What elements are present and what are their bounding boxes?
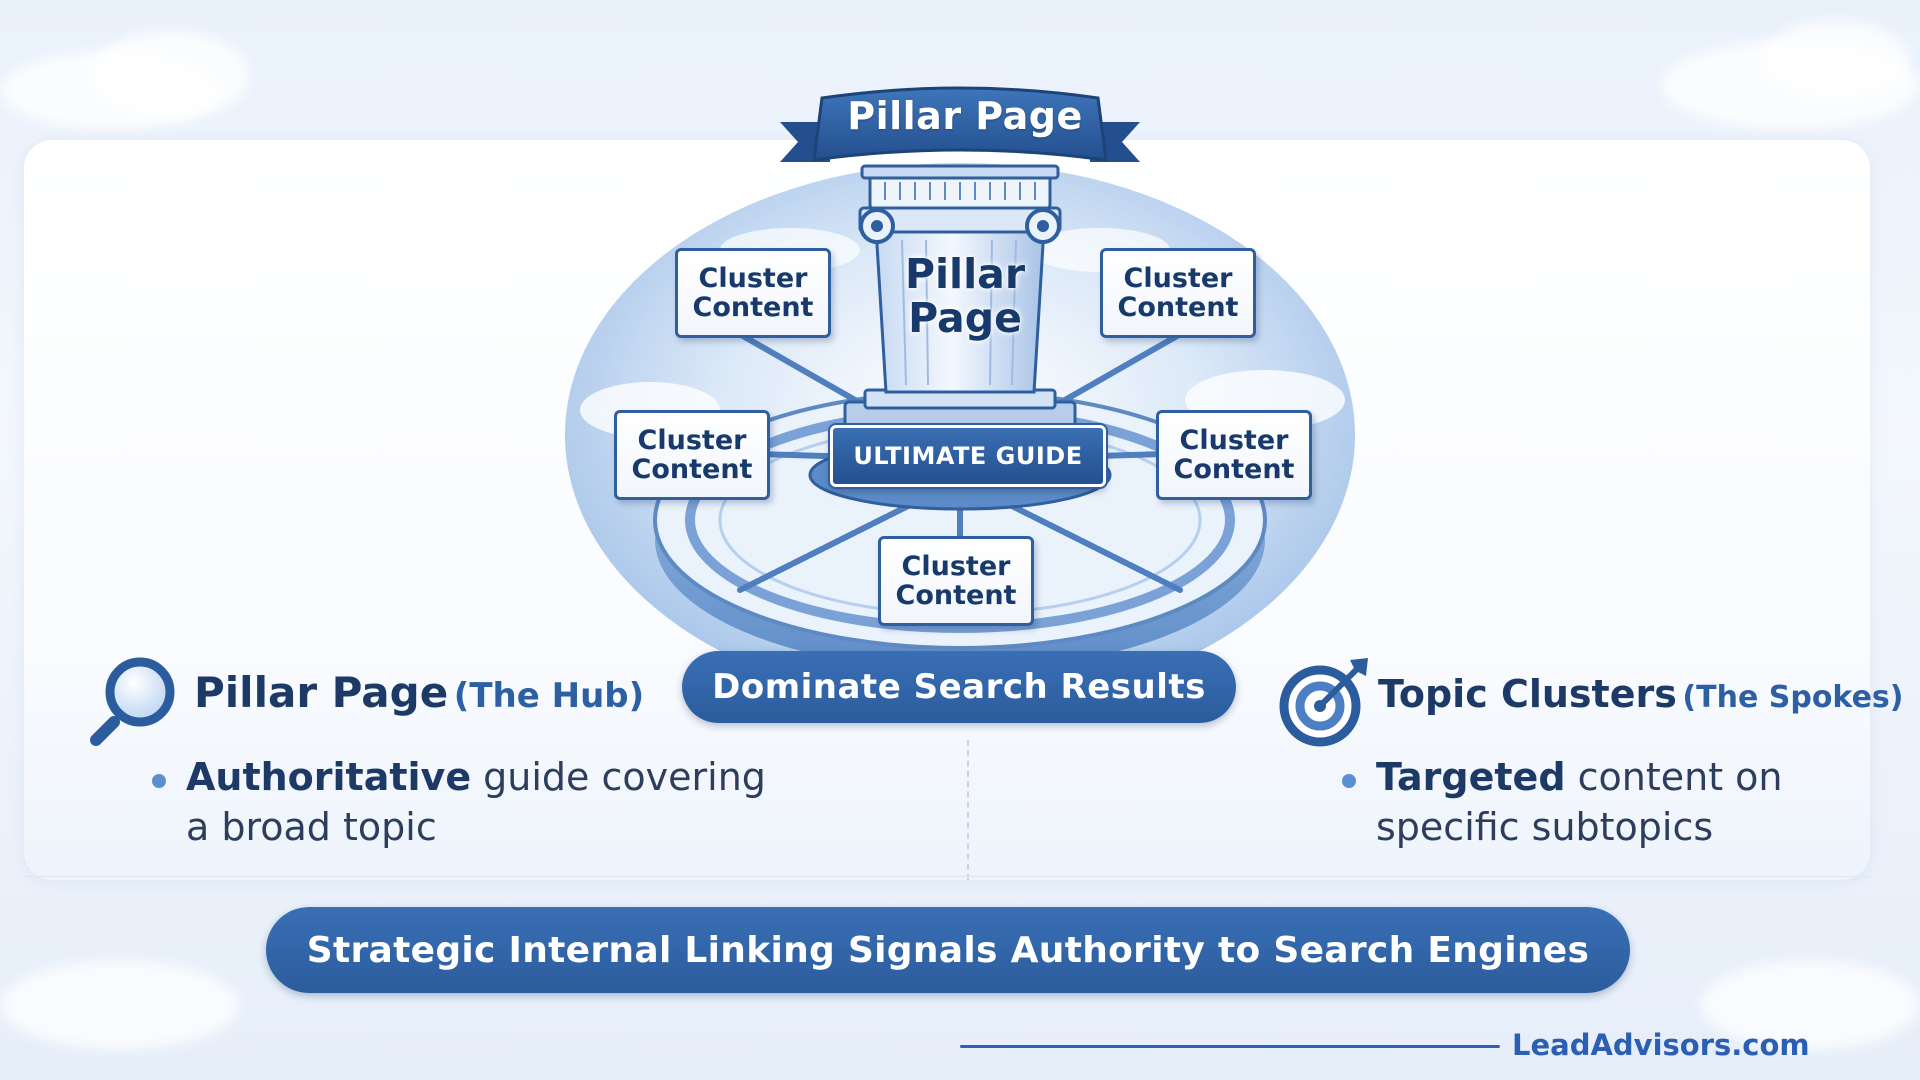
pillar-page-bullet: Authoritative guide covering a broad top… xyxy=(186,752,766,852)
pillar-bullet-text: guide covering xyxy=(471,755,766,799)
dominate-search-results-banner: Dominate Search Results xyxy=(682,651,1236,723)
topic-bullet-text: content on xyxy=(1565,755,1783,799)
magnifying-glass-icon xyxy=(90,657,175,746)
bullet-dot xyxy=(152,774,166,788)
topic-bullet-bold: Targeted xyxy=(1376,755,1566,799)
ribbon-banner xyxy=(812,86,1108,162)
bullet-dot xyxy=(1342,774,1356,788)
pillar-page-subtitle: (The Hub) xyxy=(453,676,645,716)
topic-bullet-line2: specific subtopics xyxy=(1376,805,1714,849)
pillar-bullet-line2: a broad topic xyxy=(186,805,437,849)
pillar-bullet-bold: Authoritative xyxy=(186,755,472,799)
pillar-page-heading: Pillar Page (The Hub) xyxy=(194,668,644,717)
topic-clusters-title: Topic Clusters xyxy=(1378,672,1677,716)
background-cloud xyxy=(0,960,240,1050)
background-cloud xyxy=(90,30,250,120)
background-cloud xyxy=(1760,20,1910,100)
footer-brand-link[interactable]: LeadAdvisors.com xyxy=(1512,1028,1810,1062)
topic-clusters-heading: Topic Clusters (The Spokes) xyxy=(1378,672,1904,716)
column-divider xyxy=(967,740,969,880)
background-cloud xyxy=(1700,960,1920,1050)
footer-rule xyxy=(960,1045,1500,1048)
target-arrow-icon xyxy=(1279,658,1368,747)
strategic-linking-banner: Strategic Internal Linking Signals Autho… xyxy=(266,907,1630,993)
section-divider xyxy=(24,876,1870,877)
pillar-page-title: Pillar Page xyxy=(194,668,449,717)
ultimate-guide-label: ULTIMATE GUIDE xyxy=(830,425,1106,487)
topic-clusters-subtitle: (The Spokes) xyxy=(1682,680,1904,715)
topic-clusters-bullet: Targeted content on specific subtopics xyxy=(1376,752,1783,852)
ribbon-title: Pillar Page xyxy=(847,94,1083,138)
